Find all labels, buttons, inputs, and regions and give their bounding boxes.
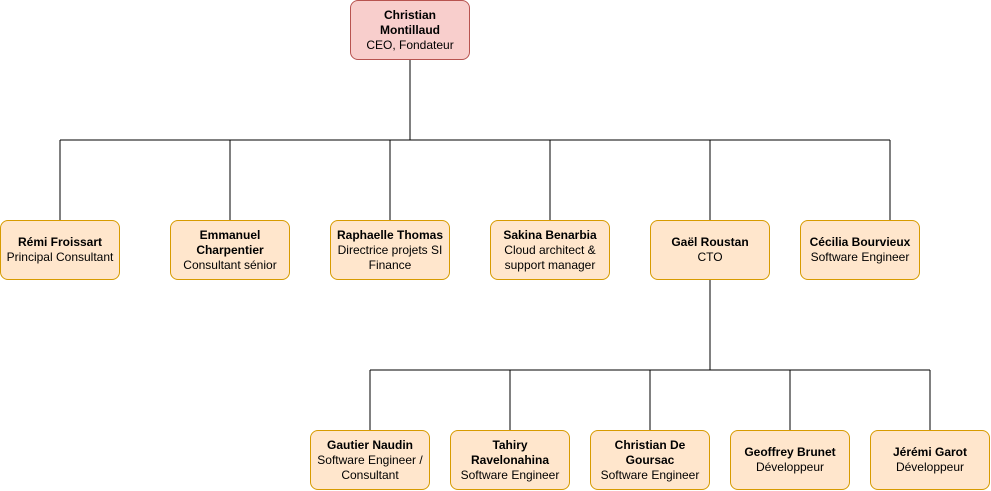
node-title: Directrice projets SI Finance [337, 242, 443, 272]
node-ceo[interactable]: Christian Montillaud CEO, Fondateur [350, 0, 470, 60]
node-title: Développeur [895, 460, 965, 474]
node-cecilia-bourvieux[interactable]: Cécilia Bourvieux Software Engineer [800, 220, 920, 280]
node-raphaelle-thomas[interactable]: Raphaelle Thomas Directrice projets SI F… [330, 220, 450, 280]
node-remi-froissart[interactable]: Rémi Froissart Principal Consultant [0, 220, 120, 280]
node-name: Tahiry Ravelonahina [470, 437, 550, 467]
node-name: Gaël Roustan [671, 235, 749, 249]
node-title: CTO [697, 250, 723, 264]
node-title: Software Engineer / Consultant [317, 452, 423, 482]
node-jeremi-garot[interactable]: Jérémi Garot Développeur [870, 430, 990, 490]
node-name: Emmanuel Charpentier [196, 227, 264, 257]
node-name: Gautier Naudin [326, 437, 413, 452]
node-name: Christian De Goursac [614, 437, 686, 467]
node-name: Rémi Froissart [17, 235, 103, 249]
node-name: Sakina Benarbia [503, 227, 597, 242]
node-title: Software Engineer [810, 250, 910, 264]
node-christian-de-goursac[interactable]: Christian De Goursac Software Engineer [590, 430, 710, 490]
node-name: Cécilia Bourvieux [809, 235, 911, 249]
node-title: Software Engineer [600, 467, 700, 482]
node-name: Christian Montillaud [380, 7, 440, 37]
node-sakina-benarbia[interactable]: Sakina Benarbia Cloud architect & suppor… [490, 220, 610, 280]
node-title: CEO, Fondateur [366, 37, 454, 52]
node-tahiry-ravelonahina[interactable]: Tahiry Ravelonahina Software Engineer [450, 430, 570, 490]
node-title: Cloud architect & support manager [504, 242, 596, 272]
node-gautier-naudin[interactable]: Gautier Naudin Software Engineer / Consu… [310, 430, 430, 490]
node-name: Jérémi Garot [892, 445, 968, 459]
node-geoffrey-brunet[interactable]: Geoffrey Brunet Développeur [730, 430, 850, 490]
node-name: Raphaelle Thomas [336, 227, 444, 242]
node-name: Geoffrey Brunet [744, 445, 836, 459]
node-title: Software Engineer [460, 467, 560, 482]
node-emmanuel-charpentier[interactable]: Emmanuel Charpentier Consultant sénior [170, 220, 290, 280]
node-title: Principal Consultant [6, 250, 114, 264]
node-title: Développeur [755, 460, 825, 474]
node-gael-roustan[interactable]: Gaël Roustan CTO [650, 220, 770, 280]
node-title: Consultant sénior [183, 257, 277, 272]
